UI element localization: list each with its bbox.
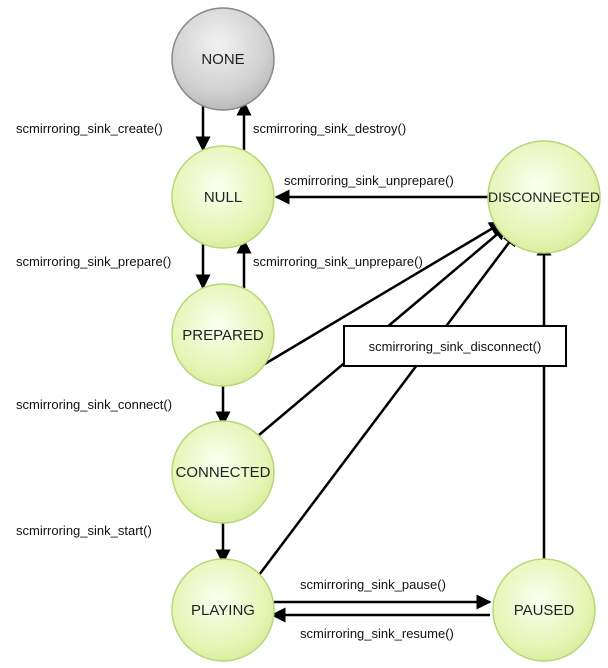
disconnect-label-box: scmirroring_sink_disconnect() <box>343 325 567 367</box>
state-disconnected-label: DISCONNECTED <box>488 189 600 205</box>
connect-label: scmirroring_sink_connect() <box>16 397 172 412</box>
state-playing-label: PLAYING <box>191 602 255 619</box>
state-null: NULL <box>171 145 275 249</box>
pause-label: scmirroring_sink_pause() <box>300 577 446 592</box>
state-connected-label: CONNECTED <box>175 464 270 481</box>
state-none-label: NONE <box>201 51 244 68</box>
state-none: NONE <box>171 7 275 111</box>
prepare-label: scmirroring_sink_prepare() <box>16 254 171 269</box>
transition-arrows <box>195 100 552 623</box>
state-paused-label: PAUSED <box>514 602 575 619</box>
state-prepared: PREPARED <box>171 283 275 387</box>
playing-to-disconnected-arrow <box>258 230 518 576</box>
state-null-label: NULL <box>204 189 242 206</box>
state-prepared-label: PREPARED <box>182 327 264 344</box>
unprepare-from-disconnected-label: scmirroring_sink_unprepare() <box>284 173 454 188</box>
prepared-to-disconnected-arrow <box>257 220 505 370</box>
destroy-label: scmirroring_sink_destroy() <box>253 121 406 136</box>
create-label: scmirroring_sink_create() <box>16 121 163 136</box>
disconnect-label: scmirroring_sink_disconnect() <box>369 339 542 354</box>
edge-labels: scmirroring_sink_create() scmirroring_si… <box>16 121 454 641</box>
state-playing: PLAYING <box>171 558 275 662</box>
start-label: scmirroring_sink_start() <box>16 523 152 538</box>
state-connected: CONNECTED <box>171 420 275 524</box>
unprepare-from-prepared-label: scmirroring_sink_unprepare() <box>253 254 423 269</box>
resume-label: scmirroring_sink_resume() <box>300 626 454 641</box>
state-paused: PAUSED <box>492 558 596 662</box>
state-disconnected: DISCONNECTED <box>487 140 601 254</box>
